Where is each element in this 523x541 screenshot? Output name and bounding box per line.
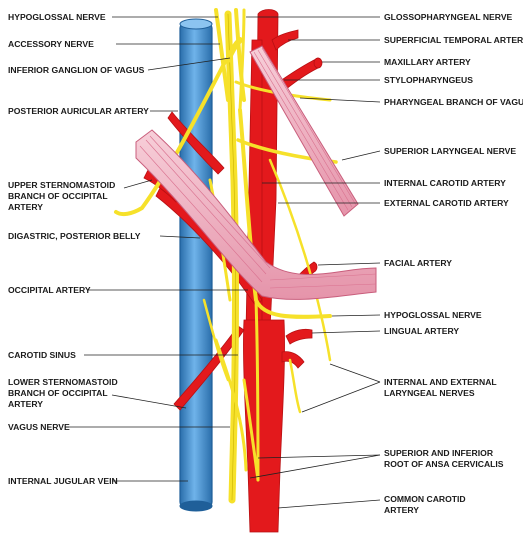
label-superficial-temporal-artery: SUPERFICIAL TEMPORAL ARTERY bbox=[384, 35, 523, 45]
label-stylopharyngeus: STYLOPHARYNGEUS bbox=[384, 75, 473, 85]
label-digastric-posterior-belly: DIGASTRIC, POSTERIOR BELLY bbox=[8, 231, 141, 241]
label-pharyngeal-branch-of-vagus: PHARYNGEAL BRANCH OF VAGUS bbox=[384, 97, 523, 107]
label-vagus-nerve: VAGUS NERVE bbox=[8, 422, 70, 432]
left-labels: HYPOGLOSSAL NERVE ACCESSORY NERVE INFERI… bbox=[8, 12, 149, 486]
label-common-carotid-artery: COMMON CAROTID ARTERY bbox=[384, 494, 468, 515]
internal-jugular-vein-structure bbox=[179, 18, 213, 512]
accessory-nerve-structure bbox=[114, 58, 228, 217]
label-superior-laryngeal-nerve: SUPERIOR LARYNGEAL NERVE bbox=[384, 146, 516, 156]
label-internal-jugular-vein: INTERNAL JUGULAR VEIN bbox=[8, 476, 118, 486]
nerve-system bbox=[114, 8, 338, 504]
glossopharyngeal-structure bbox=[234, 8, 246, 102]
label-internal-carotid-artery: INTERNAL CAROTID ARTERY bbox=[384, 178, 506, 188]
label-lower-sternomastoid-branch: LOWER STERNOMASTOID BRANCH OF OCCIPITAL … bbox=[8, 377, 120, 409]
label-maxillary-artery: MAXILLARY ARTERY bbox=[384, 57, 471, 67]
label-occipital-artery: OCCIPITAL ARTERY bbox=[8, 285, 91, 295]
label-ansa-cervicalis-roots: SUPERIOR AND INFERIOR ROOT OF ANSA CERVI… bbox=[384, 448, 504, 469]
leader-lines bbox=[66, 16, 381, 509]
right-labels: GLOSSOPHARYNGEAL NERVE SUPERFICIAL TEMPO… bbox=[384, 12, 523, 515]
label-internal-external-laryngeal-nerves: INTERNAL AND EXTERNAL LARYNGEAL NERVES bbox=[384, 377, 499, 398]
stylopharyngeus-structure bbox=[249, 45, 359, 217]
muscle-system bbox=[135, 45, 377, 300]
label-carotid-sinus: CAROTID SINUS bbox=[8, 350, 76, 360]
label-glossopharyngeal-nerve: GLOSSOPHARYNGEAL NERVE bbox=[384, 12, 513, 22]
label-upper-sternomastoid-branch: UPPER STERNOMASTOID BRANCH OF OCCIPITAL … bbox=[8, 180, 118, 212]
label-inferior-ganglion-of-vagus: INFERIOR GANGLION OF VAGUS bbox=[8, 65, 145, 75]
label-lingual-artery: LINGUAL ARTERY bbox=[384, 326, 459, 336]
label-facial-artery: FACIAL ARTERY bbox=[384, 258, 452, 268]
label-hypoglossal-nerve-right: HYPOGLOSSAL NERVE bbox=[384, 310, 482, 320]
label-external-carotid-artery: EXTERNAL CAROTID ARTERY bbox=[384, 198, 509, 208]
label-accessory-nerve: ACCESSORY NERVE bbox=[8, 39, 94, 49]
label-hypoglossal-nerve-top: HYPOGLOSSAL NERVE bbox=[8, 12, 106, 22]
label-posterior-auricular-artery: POSTERIOR AURICULAR ARTERY bbox=[8, 106, 149, 116]
